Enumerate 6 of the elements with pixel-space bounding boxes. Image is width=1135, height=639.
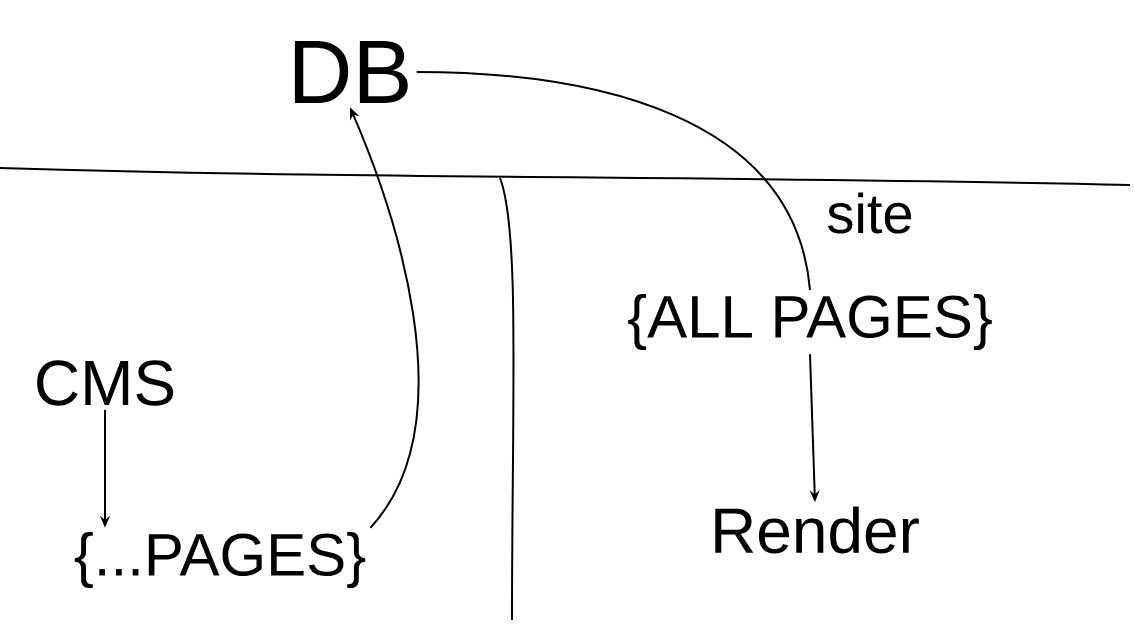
region-label: site	[828, 192, 912, 234]
handwritten-word: {...PAGES}	[74, 532, 366, 588]
handwritten-word: {ALL PAGES}	[628, 294, 992, 350]
handwritten-word: Render	[715, 506, 919, 554]
handwritten-word: CMS	[37, 360, 174, 406]
handwritten-word: DB	[294, 41, 408, 103]
